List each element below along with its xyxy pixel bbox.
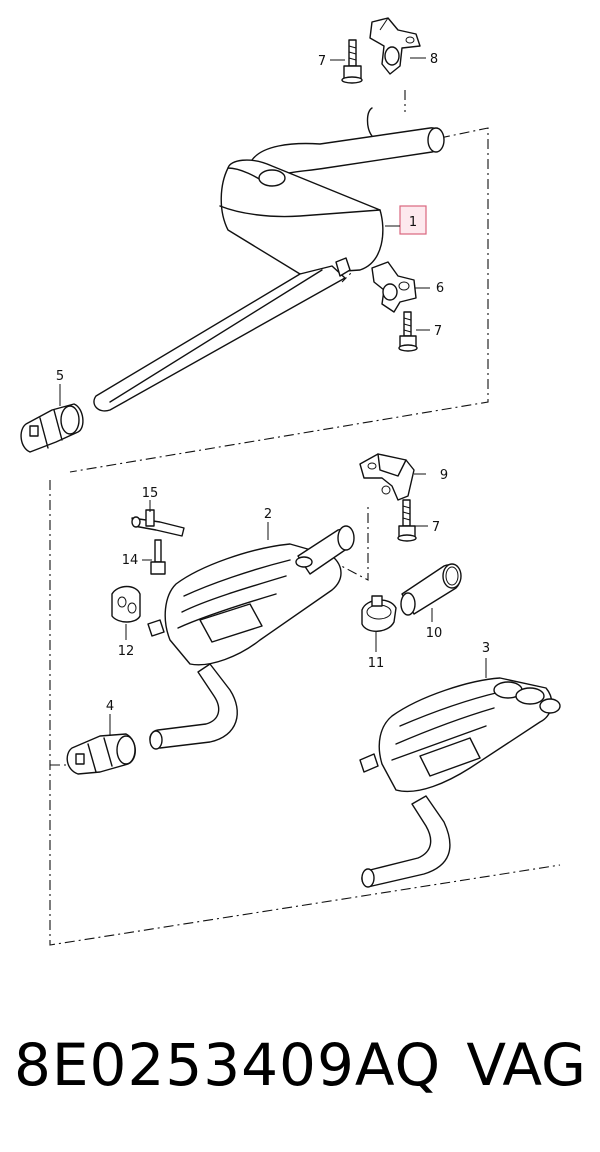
tailpipe-tip-10 bbox=[400, 563, 462, 616]
callout-12: 12 bbox=[118, 644, 135, 659]
brand-label: VAG bbox=[466, 1031, 586, 1099]
callout-7-middle: 7 bbox=[434, 324, 442, 339]
bolt-14 bbox=[150, 539, 166, 575]
part-number: 8E0253409AQ bbox=[14, 1031, 442, 1099]
hanger-6 bbox=[371, 261, 417, 313]
callout-7-lower: 7 bbox=[432, 520, 440, 535]
rubber-mount-12 bbox=[111, 585, 141, 623]
callout-5: 5 bbox=[56, 369, 64, 384]
callout-15: 15 bbox=[142, 486, 159, 501]
callout-1: 1 bbox=[409, 215, 417, 230]
callout-14: 14 bbox=[122, 553, 139, 568]
callout-box-1 bbox=[399, 205, 427, 235]
callout-9: 9 bbox=[440, 468, 448, 483]
bolt-7-top bbox=[341, 39, 363, 84]
callout-11: 11 bbox=[368, 656, 385, 671]
callout-2: 2 bbox=[264, 507, 272, 522]
callout-8: 8 bbox=[430, 52, 438, 67]
clamp-4 bbox=[66, 733, 136, 775]
part-info-footer: 8E0253409AQ VAG bbox=[0, 1030, 600, 1100]
rear-muffler-2 bbox=[147, 525, 355, 750]
clip-11 bbox=[361, 595, 397, 632]
bolt-7-middle bbox=[398, 311, 418, 352]
center-muffler-1 bbox=[93, 107, 445, 412]
exhaust-parts-diagram: 1 2 3 4 5 6 7 7 7 8 9 10 11 12 14 15 bbox=[20, 17, 561, 946]
callout-6: 6 bbox=[436, 281, 444, 296]
lower-group-outline bbox=[49, 480, 561, 946]
bracket-9 bbox=[359, 453, 415, 501]
rear-muffler-3 bbox=[359, 677, 561, 888]
callout-7-top: 7 bbox=[318, 54, 326, 69]
bracket-strip-15 bbox=[131, 509, 185, 537]
clamp-5 bbox=[20, 403, 84, 453]
bolt-7-lower bbox=[397, 499, 417, 542]
callout-10: 10 bbox=[426, 626, 443, 641]
hanger-bracket-8 bbox=[369, 17, 421, 75]
callout-3: 3 bbox=[482, 641, 490, 656]
callout-4: 4 bbox=[106, 699, 114, 714]
